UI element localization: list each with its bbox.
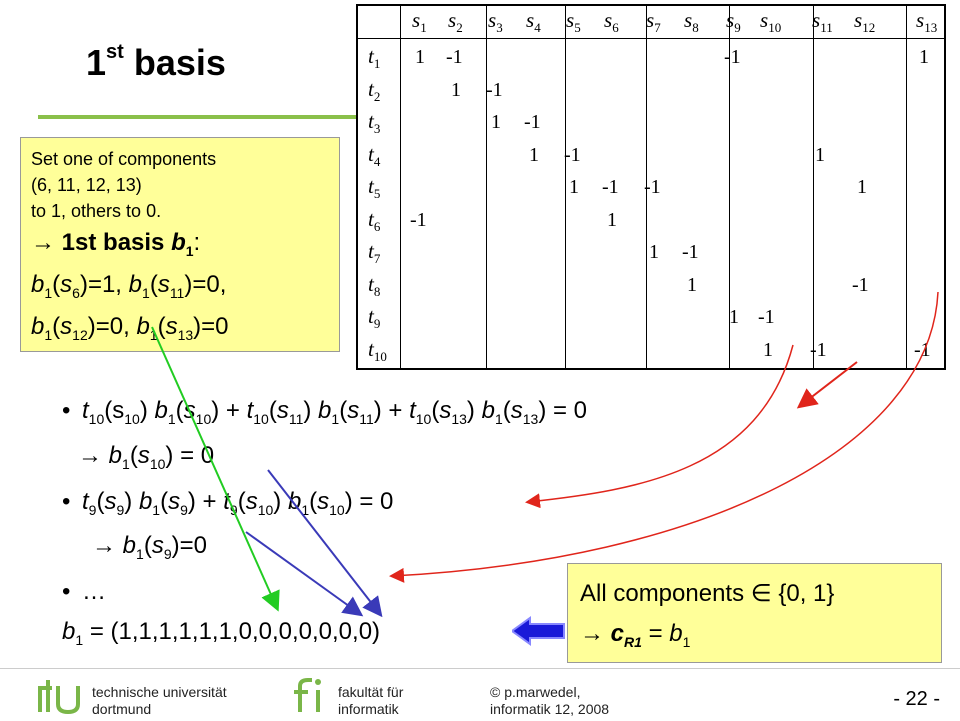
matrix-divider bbox=[729, 6, 730, 368]
row-header: t2 bbox=[368, 76, 381, 104]
basis-vector-result: b1 = (1,1,1,1,1,1,0,0,0,0,0,0,0) bbox=[62, 618, 381, 648]
matrix-divider bbox=[400, 6, 401, 368]
matrix-cell: -1 bbox=[724, 46, 741, 68]
matrix-cell: -1 bbox=[524, 111, 541, 133]
equation-line: t10(s10) b1(s10) + t10(s11) b1(s11) + t1… bbox=[82, 397, 588, 427]
incidence-matrix: s1 s2 s3 s4 s5 s6 s7 s8 s9 s10 s11 s12 s13 t1 1 -1 -1 1 t2… bbox=[356, 4, 946, 370]
row-header: t4 bbox=[368, 141, 381, 169]
matrix-cell: -1 bbox=[446, 46, 463, 68]
matrix-cell: 1 bbox=[763, 338, 773, 361]
conclusion-line: All components ∈ {0, 1} bbox=[580, 580, 835, 607]
column-header: s13 bbox=[916, 8, 938, 36]
basis-equation: b1(s12)=0, b1(s13)=0 bbox=[31, 312, 229, 343]
basis-equation: b1(s6)=1, b1(s11)=0, bbox=[31, 270, 227, 301]
matrix-cell: 1 bbox=[569, 176, 579, 198]
red-curve-arrow bbox=[525, 344, 794, 509]
column-header: s9 bbox=[726, 8, 741, 36]
footer-divider bbox=[0, 668, 960, 669]
matrix-divider bbox=[646, 6, 647, 368]
matrix-cell: 1 bbox=[649, 241, 659, 263]
conclusion-line: → cR1 = b1 bbox=[580, 620, 691, 650]
explanation-line: Set one of components bbox=[31, 149, 217, 169]
row-header: t10 bbox=[368, 336, 387, 364]
column-header: s8 bbox=[684, 8, 699, 36]
matrix-cell: 1 bbox=[729, 306, 739, 328]
row-header: t3 bbox=[368, 109, 381, 137]
matrix-cell: 1 bbox=[815, 143, 825, 166]
tu-logo bbox=[38, 676, 86, 721]
matrix-divider bbox=[565, 6, 566, 368]
column-header: s1 bbox=[412, 8, 427, 36]
explanation-box: Set one of components (6, 11, 12, 13) to… bbox=[20, 137, 340, 352]
matrix-cell: 1 bbox=[451, 78, 461, 101]
row-header: t7 bbox=[368, 239, 381, 267]
green-arrow bbox=[151, 326, 280, 612]
faculty-name: fakultät für informatik bbox=[338, 684, 404, 717]
explanation-line: to 1, others to 0. bbox=[31, 201, 162, 221]
matrix-cell: -1 bbox=[644, 176, 661, 198]
bullet: • bbox=[62, 397, 71, 424]
column-header: s11 bbox=[812, 8, 833, 36]
basis-heading: → 1st basis b1: bbox=[31, 229, 201, 259]
row-header: t1 bbox=[368, 44, 381, 72]
block-arrow-icon bbox=[510, 616, 566, 651]
matrix-cell: -1 bbox=[486, 78, 503, 101]
ellipsis: … bbox=[82, 578, 106, 605]
column-header: s6 bbox=[604, 8, 619, 36]
row-header: t6 bbox=[368, 206, 381, 234]
matrix-divider bbox=[906, 6, 907, 368]
red-curve-arrow bbox=[389, 291, 939, 583]
matrix-cell: -1 bbox=[810, 338, 827, 361]
column-header: s2 bbox=[448, 8, 463, 36]
row-header: t5 bbox=[368, 174, 381, 202]
column-header: s7 bbox=[646, 8, 661, 36]
slide-title: 1st basis bbox=[86, 41, 226, 83]
equation-line: → b1(s10) = 0 bbox=[78, 442, 215, 472]
column-header: s10 bbox=[760, 8, 782, 36]
matrix-header-divider bbox=[358, 38, 944, 39]
equation-line: → b1(s9)=0 bbox=[92, 532, 207, 562]
column-header: s3 bbox=[488, 8, 503, 36]
matrix-cell: 1 bbox=[857, 176, 867, 198]
column-header: s4 bbox=[526, 8, 541, 36]
red-arrow bbox=[796, 361, 858, 409]
matrix-cell: 1 bbox=[415, 46, 425, 68]
page-number: - 22 - bbox=[893, 688, 940, 710]
matrix-divider bbox=[813, 6, 814, 368]
title-underline bbox=[38, 115, 356, 119]
matrix-cell: -1 bbox=[602, 176, 619, 198]
matrix-cell: -1 bbox=[682, 241, 699, 263]
matrix-cell: -1 bbox=[852, 273, 869, 296]
matrix-cell: -1 bbox=[758, 306, 775, 328]
matrix-cell: 1 bbox=[919, 46, 929, 68]
column-header: s12 bbox=[854, 8, 876, 36]
row-header: t9 bbox=[368, 304, 381, 332]
matrix-cell: -1 bbox=[564, 143, 581, 166]
matrix-cell: -1 bbox=[410, 208, 427, 231]
matrix-cell: 1 bbox=[687, 273, 697, 296]
blue-arrow bbox=[267, 469, 383, 618]
matrix-cell: 1 bbox=[491, 111, 501, 133]
column-header: s5 bbox=[566, 8, 581, 36]
author-credit: © p.marwedel, informatik 12, 2008 bbox=[490, 684, 610, 717]
matrix-cell: 1 bbox=[529, 143, 539, 166]
explanation-line: (6, 11, 12, 13) bbox=[31, 175, 142, 195]
row-header: t8 bbox=[368, 271, 381, 299]
bullet: • bbox=[62, 488, 71, 515]
university-name: technische universität dortmund bbox=[92, 684, 227, 717]
matrix-divider bbox=[486, 6, 487, 368]
conclusion-box: All components ∈ {0, 1} → cR1 = b1 bbox=[567, 563, 942, 663]
matrix-cell: 1 bbox=[607, 208, 617, 231]
fi-logo bbox=[290, 676, 330, 721]
equation-line: t9(s9) b1(s9) + t9(s10) b1(s10) = 0 bbox=[82, 488, 394, 518]
blue-arrow bbox=[245, 531, 364, 617]
bullet: • bbox=[62, 578, 71, 605]
